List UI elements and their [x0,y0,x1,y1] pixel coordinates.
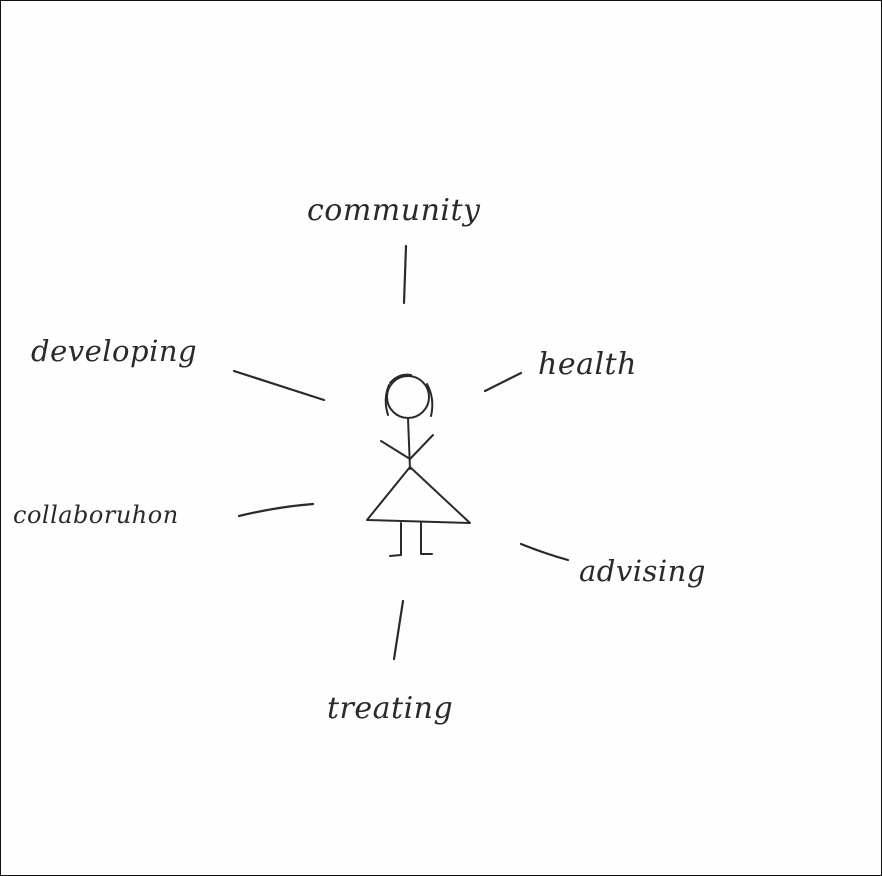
connector-treating [394,601,403,659]
stick-figure [367,375,470,556]
label-community: community [307,193,481,228]
label-advising: advising [579,554,706,588]
connector-developing [234,371,324,400]
connector-community [404,246,406,303]
figure-leg-left [390,523,401,556]
figure-head [387,376,429,418]
label-treating: treating [327,691,453,726]
figure-neck [408,418,410,469]
label-health: health [538,347,637,382]
label-collaboration: collaboruhon [13,501,179,529]
figure-arm-left [381,441,410,459]
figure-dress [367,467,470,523]
figure-leg-right [421,523,432,554]
connector-health [485,373,521,391]
connector-advising [521,544,568,560]
figure-arm-right [410,435,433,459]
connector-collaboration [239,504,313,516]
label-developing: developing [31,334,197,368]
